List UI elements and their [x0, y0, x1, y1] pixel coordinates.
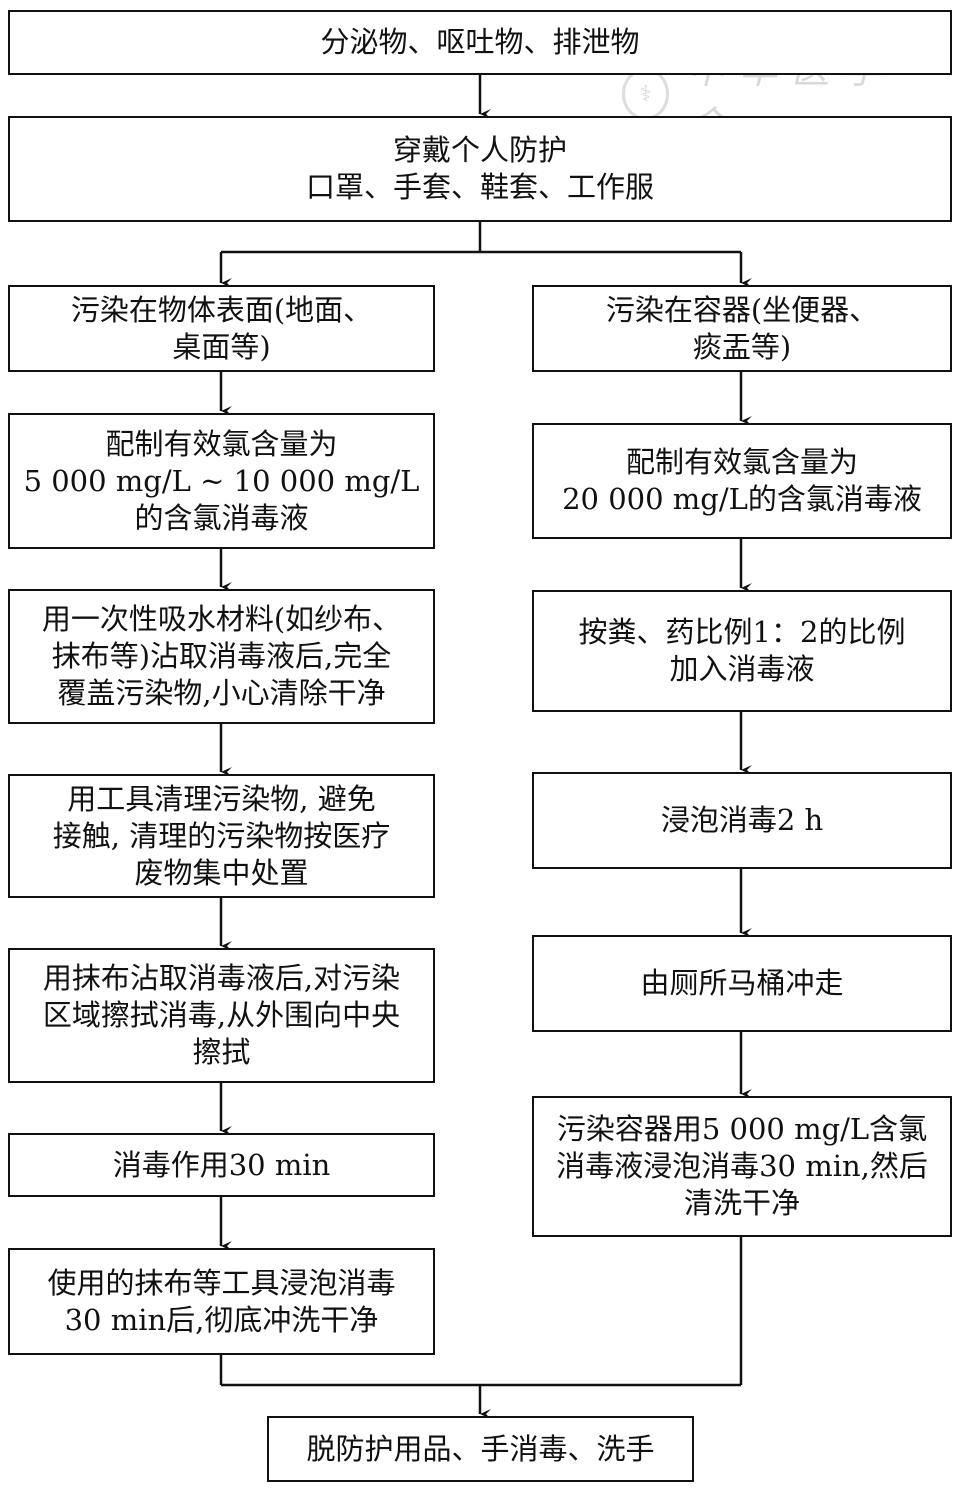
box-text-line: 分泌物、呕吐物、排泄物 — [320, 25, 640, 59]
box-text-line: 用一次性吸水材料(如纱布、 — [41, 602, 402, 636]
seal-icon: ⚕ — [622, 68, 670, 120]
box-text-line: 区域擦拭消毒,从外围向中央 — [42, 998, 401, 1032]
box-text-line: 废物集中处置 — [134, 855, 309, 890]
box-text-line: 桌面等) — [172, 329, 271, 364]
box-right-container-contamination: 污染在容器(坐便器、 痰盂等) — [532, 285, 952, 372]
box-text-line: 5 000 mg/L ~ 10 000 mg/L — [23, 463, 420, 498]
box-left-surface-contamination: 污染在物体表面(地面、 桌面等) — [8, 285, 435, 372]
box-text-line: 浸泡消毒2 h — [660, 803, 824, 837]
box-right-prepare-solution: 配制有效氯含量为 20 000 mg/L的含氯消毒液 — [532, 423, 952, 539]
box-left-soak-tools: 使用的抹布等工具浸泡消毒 30 min后,彻底冲洗干净 — [8, 1248, 435, 1355]
box-left-disinfect-time: 消毒作用30 min — [8, 1133, 435, 1197]
box-left-tool-cleanup: 用工具清理污染物, 避免 接触, 清理的污染物按医疗 废物集中处置 — [8, 774, 435, 898]
box-right-add-disinfectant: 按粪、药比例1：2的比例 加入消毒液 — [532, 590, 952, 712]
box-remove-ppe-wash-hands: 脱防护用品、手消毒、洗手 — [267, 1416, 694, 1482]
box-source-materials: 分泌物、呕吐物、排泄物 — [8, 10, 952, 75]
box-text-line: 20 000 mg/L的含氯消毒液 — [562, 482, 922, 516]
box-left-wipe-area: 用抹布沾取消毒液后,对污染 区域擦拭消毒,从外围向中央 擦拭 — [8, 948, 435, 1083]
box-text-line: 抹布等)沾取消毒液后,完全 — [51, 639, 392, 673]
box-left-prepare-solution: 配制有效氯含量为 5 000 mg/L ~ 10 000 mg/L 的含氯消毒液 — [8, 413, 435, 549]
box-text-line: 消毒液浸泡消毒30 min,然后 — [556, 1149, 928, 1183]
box-text-line: 污染在容器(坐便器、 — [605, 292, 879, 327]
box-right-soak-container: 污染容器用5 000 mg/L含氯 消毒液浸泡消毒30 min,然后 清洗干净 — [532, 1096, 952, 1237]
box-text-line: 消毒作用30 min — [112, 1147, 331, 1182]
box-text-line: 擦拭 — [192, 1035, 251, 1069]
box-text-line: 污染容器用5 000 mg/L含氯 — [556, 1112, 928, 1146]
box-text-line: 配制有效氯含量为 — [625, 445, 858, 479]
box-text-line: 按粪、药比例1：2的比例 — [578, 615, 906, 649]
box-text-line: 穿戴个人防护 — [392, 133, 567, 167]
box-left-absorb-cover: 用一次性吸水材料(如纱布、 抹布等)沾取消毒液后,完全 覆盖污染物,小心清除干净 — [8, 589, 435, 724]
box-text-line: 污染在物体表面(地面、 — [70, 292, 373, 327]
box-text-line: 使用的抹布等工具浸泡消毒 — [47, 1265, 396, 1300]
box-text-line: 30 min后,彻底冲洗干净 — [64, 1302, 379, 1337]
box-text-line: 用抹布沾取消毒液后,对污染 — [42, 961, 401, 995]
box-text-line: 痰盂等) — [692, 329, 792, 364]
box-text-line: 口罩、手套、鞋套、工作服 — [305, 170, 654, 204]
box-wear-ppe: 穿戴个人防护 口罩、手套、鞋套、工作服 — [8, 116, 952, 222]
box-text-line: 覆盖污染物,小心清除干净 — [57, 676, 386, 710]
box-right-soak-2h: 浸泡消毒2 h — [532, 772, 952, 869]
box-text-line: 脱防护用品、手消毒、洗手 — [306, 1431, 655, 1466]
box-text-line: 接触, 清理的污染物按医疗 — [52, 818, 391, 853]
box-text-line: 用工具清理污染物, 避免 — [67, 781, 376, 816]
box-text-line: 加入消毒液 — [669, 652, 815, 686]
box-text-line: 由厕所马桶冲走 — [640, 966, 844, 1000]
box-text-line: 的含氯消毒液 — [134, 500, 309, 535]
box-right-flush-toilet: 由厕所马桶冲走 — [532, 935, 952, 1032]
box-text-line: 清洗干净 — [683, 1186, 800, 1220]
box-text-line: 配制有效氯含量为 — [105, 426, 338, 461]
